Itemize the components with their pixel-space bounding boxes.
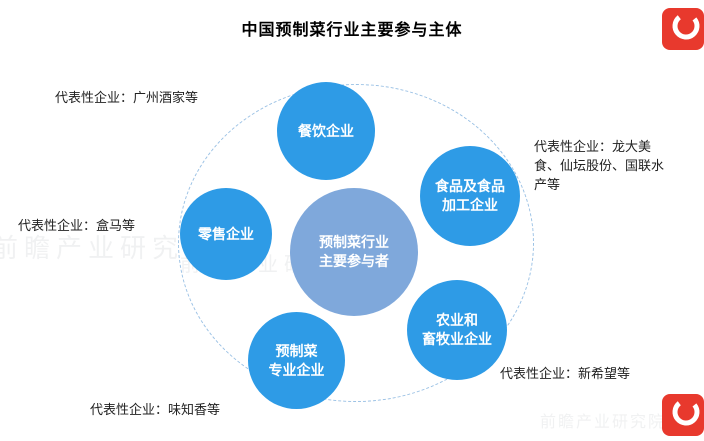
annotation-agriculture-representatives: 代表性企业：新希望等 [500,366,631,381]
logo-swoosh-icon [672,398,700,426]
qianzhan-logo [662,394,704,436]
annotation-prepared-dish-representatives: 代表性企业：味知香等 [90,402,221,417]
page-title: 中国预制菜行业主要参与主体 [241,22,463,39]
annotation-catering-representatives: 代表性企业：广州酒家等 [55,90,199,105]
watermark-text: 前瞻产业研究院 [540,414,667,431]
node-food-processing-enterprises: 食品及食品 加工企业 [420,146,520,246]
dashed-boundary-ellipse [178,84,534,402]
annotation-retail-representatives: 代表性企业：盒马等 [18,218,136,233]
center-node-main-participants: 预制菜行业 主要参与者 [290,188,418,316]
annotation-food-processing-representatives: 代表性企业：龙大美食、仙坛股份、国联水产等 [534,139,665,192]
node-prepared-dish-specialist-enterprises: 预制菜 专业企业 [248,312,345,409]
node-catering-enterprises: 餐饮企业 [277,82,375,180]
logo-swoosh-icon [672,12,700,40]
node-retail-enterprises: 零售企业 [180,188,272,280]
qianzhan-logo [662,8,704,50]
node-agriculture-livestock-enterprises: 农业和 畜牧业企业 [407,280,507,380]
